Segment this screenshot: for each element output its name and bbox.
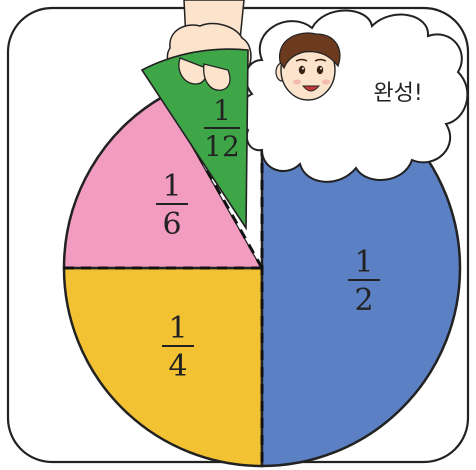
speech-text: 완성!	[373, 81, 422, 106]
dashed-line-diagonal	[198, 157, 264, 269]
fraction-twelfth-denominator: 12	[204, 130, 240, 163]
fraction-sixth-denominator: 6	[162, 207, 181, 242]
fraction-label-half: 1 2	[348, 245, 380, 318]
speech-bubble	[239, 9, 469, 183]
sector-twelfth	[140, 48, 249, 231]
sector-sixth	[62, 94, 265, 270]
fraction-quarter-numerator: 1	[168, 311, 187, 346]
sector-quarter	[62, 266, 264, 468]
hand-fingers	[178, 57, 231, 91]
fraction-label-quarter: 1 4	[162, 311, 194, 384]
fraction-label-twelfth: 1 12	[204, 94, 240, 163]
boy-avatar	[275, 32, 341, 101]
fraction-half-denominator: 2	[354, 283, 373, 318]
fraction-label-sixth: 1 6	[156, 169, 188, 242]
fraction-sixth-numerator: 1	[162, 169, 181, 204]
fraction-quarter-denominator: 4	[168, 349, 187, 384]
fraction-twelfth-numerator: 1	[213, 94, 231, 127]
fraction-half-numerator: 1	[354, 245, 373, 280]
